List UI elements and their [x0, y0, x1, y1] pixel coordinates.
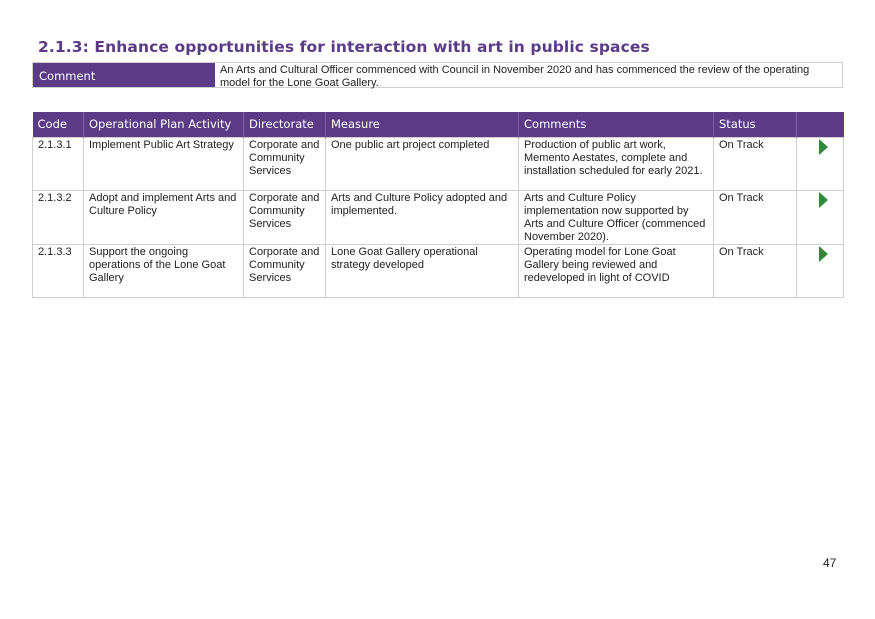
cell-code: 2.1.3.1 [32, 136, 84, 191]
header-code: Code [32, 112, 84, 137]
table-header-row: Code Operational Plan Activity Directora… [32, 112, 844, 137]
play-arrow-icon [818, 191, 828, 208]
comment-box: Comment An Arts and Cultural Officer com… [32, 62, 843, 89]
header-status: Status [713, 112, 797, 137]
header-activity: Operational Plan Activity [83, 112, 244, 137]
section-heading: 2.1.3: Enhance opportunities for interac… [38, 38, 650, 56]
cell-status-indicator [796, 243, 844, 298]
cell-activity: Implement Public Art Strategy [83, 136, 244, 191]
play-arrow-icon [818, 138, 828, 155]
header-measure: Measure [325, 112, 519, 137]
cell-activity: Adopt and implement Arts and Culture Pol… [83, 189, 244, 245]
header-directorate: Directorate [243, 112, 326, 137]
operational-plan-table: Code Operational Plan Activity Directora… [32, 112, 844, 298]
cell-measure: One public art project completed [325, 136, 519, 191]
cell-comments: Production of public art work, Memento A… [518, 136, 714, 191]
cell-measure: Lone Goat Gallery operational strategy d… [325, 243, 519, 298]
cell-directorate: Corporate and Community Services [243, 136, 326, 191]
header-status-icon [796, 112, 844, 137]
cell-status: On Track [713, 136, 797, 191]
table-row: 2.1.3.2 Adopt and implement Arts and Cul… [32, 189, 844, 245]
table-row: 2.1.3.3 Support the ongoing operations o… [32, 243, 844, 298]
cell-activity: Support the ongoing operations of the Lo… [83, 243, 244, 298]
cell-code: 2.1.3.3 [32, 243, 84, 298]
comment-text: An Arts and Cultural Officer commenced w… [220, 64, 810, 89]
cell-comments: Arts and Culture Policy implementation n… [518, 189, 714, 245]
header-comments: Comments [518, 112, 714, 137]
cell-comments: Operating model for Lone Goat Gallery be… [518, 243, 714, 298]
table-row: 2.1.3.1 Implement Public Art Strategy Co… [32, 136, 844, 191]
cell-directorate: Corporate and Community Services [243, 189, 326, 245]
cell-code: 2.1.3.2 [32, 189, 84, 245]
cell-status: On Track [713, 189, 797, 245]
comment-label: Comment [33, 63, 215, 87]
cell-directorate: Corporate and Community Services [243, 243, 326, 298]
cell-status: On Track [713, 243, 797, 298]
cell-status-indicator [796, 189, 844, 245]
cell-status-indicator [796, 136, 844, 191]
page-number: 47 [823, 556, 837, 570]
cell-measure: Arts and Culture Policy adopted and impl… [325, 189, 519, 245]
play-arrow-icon [818, 245, 828, 262]
